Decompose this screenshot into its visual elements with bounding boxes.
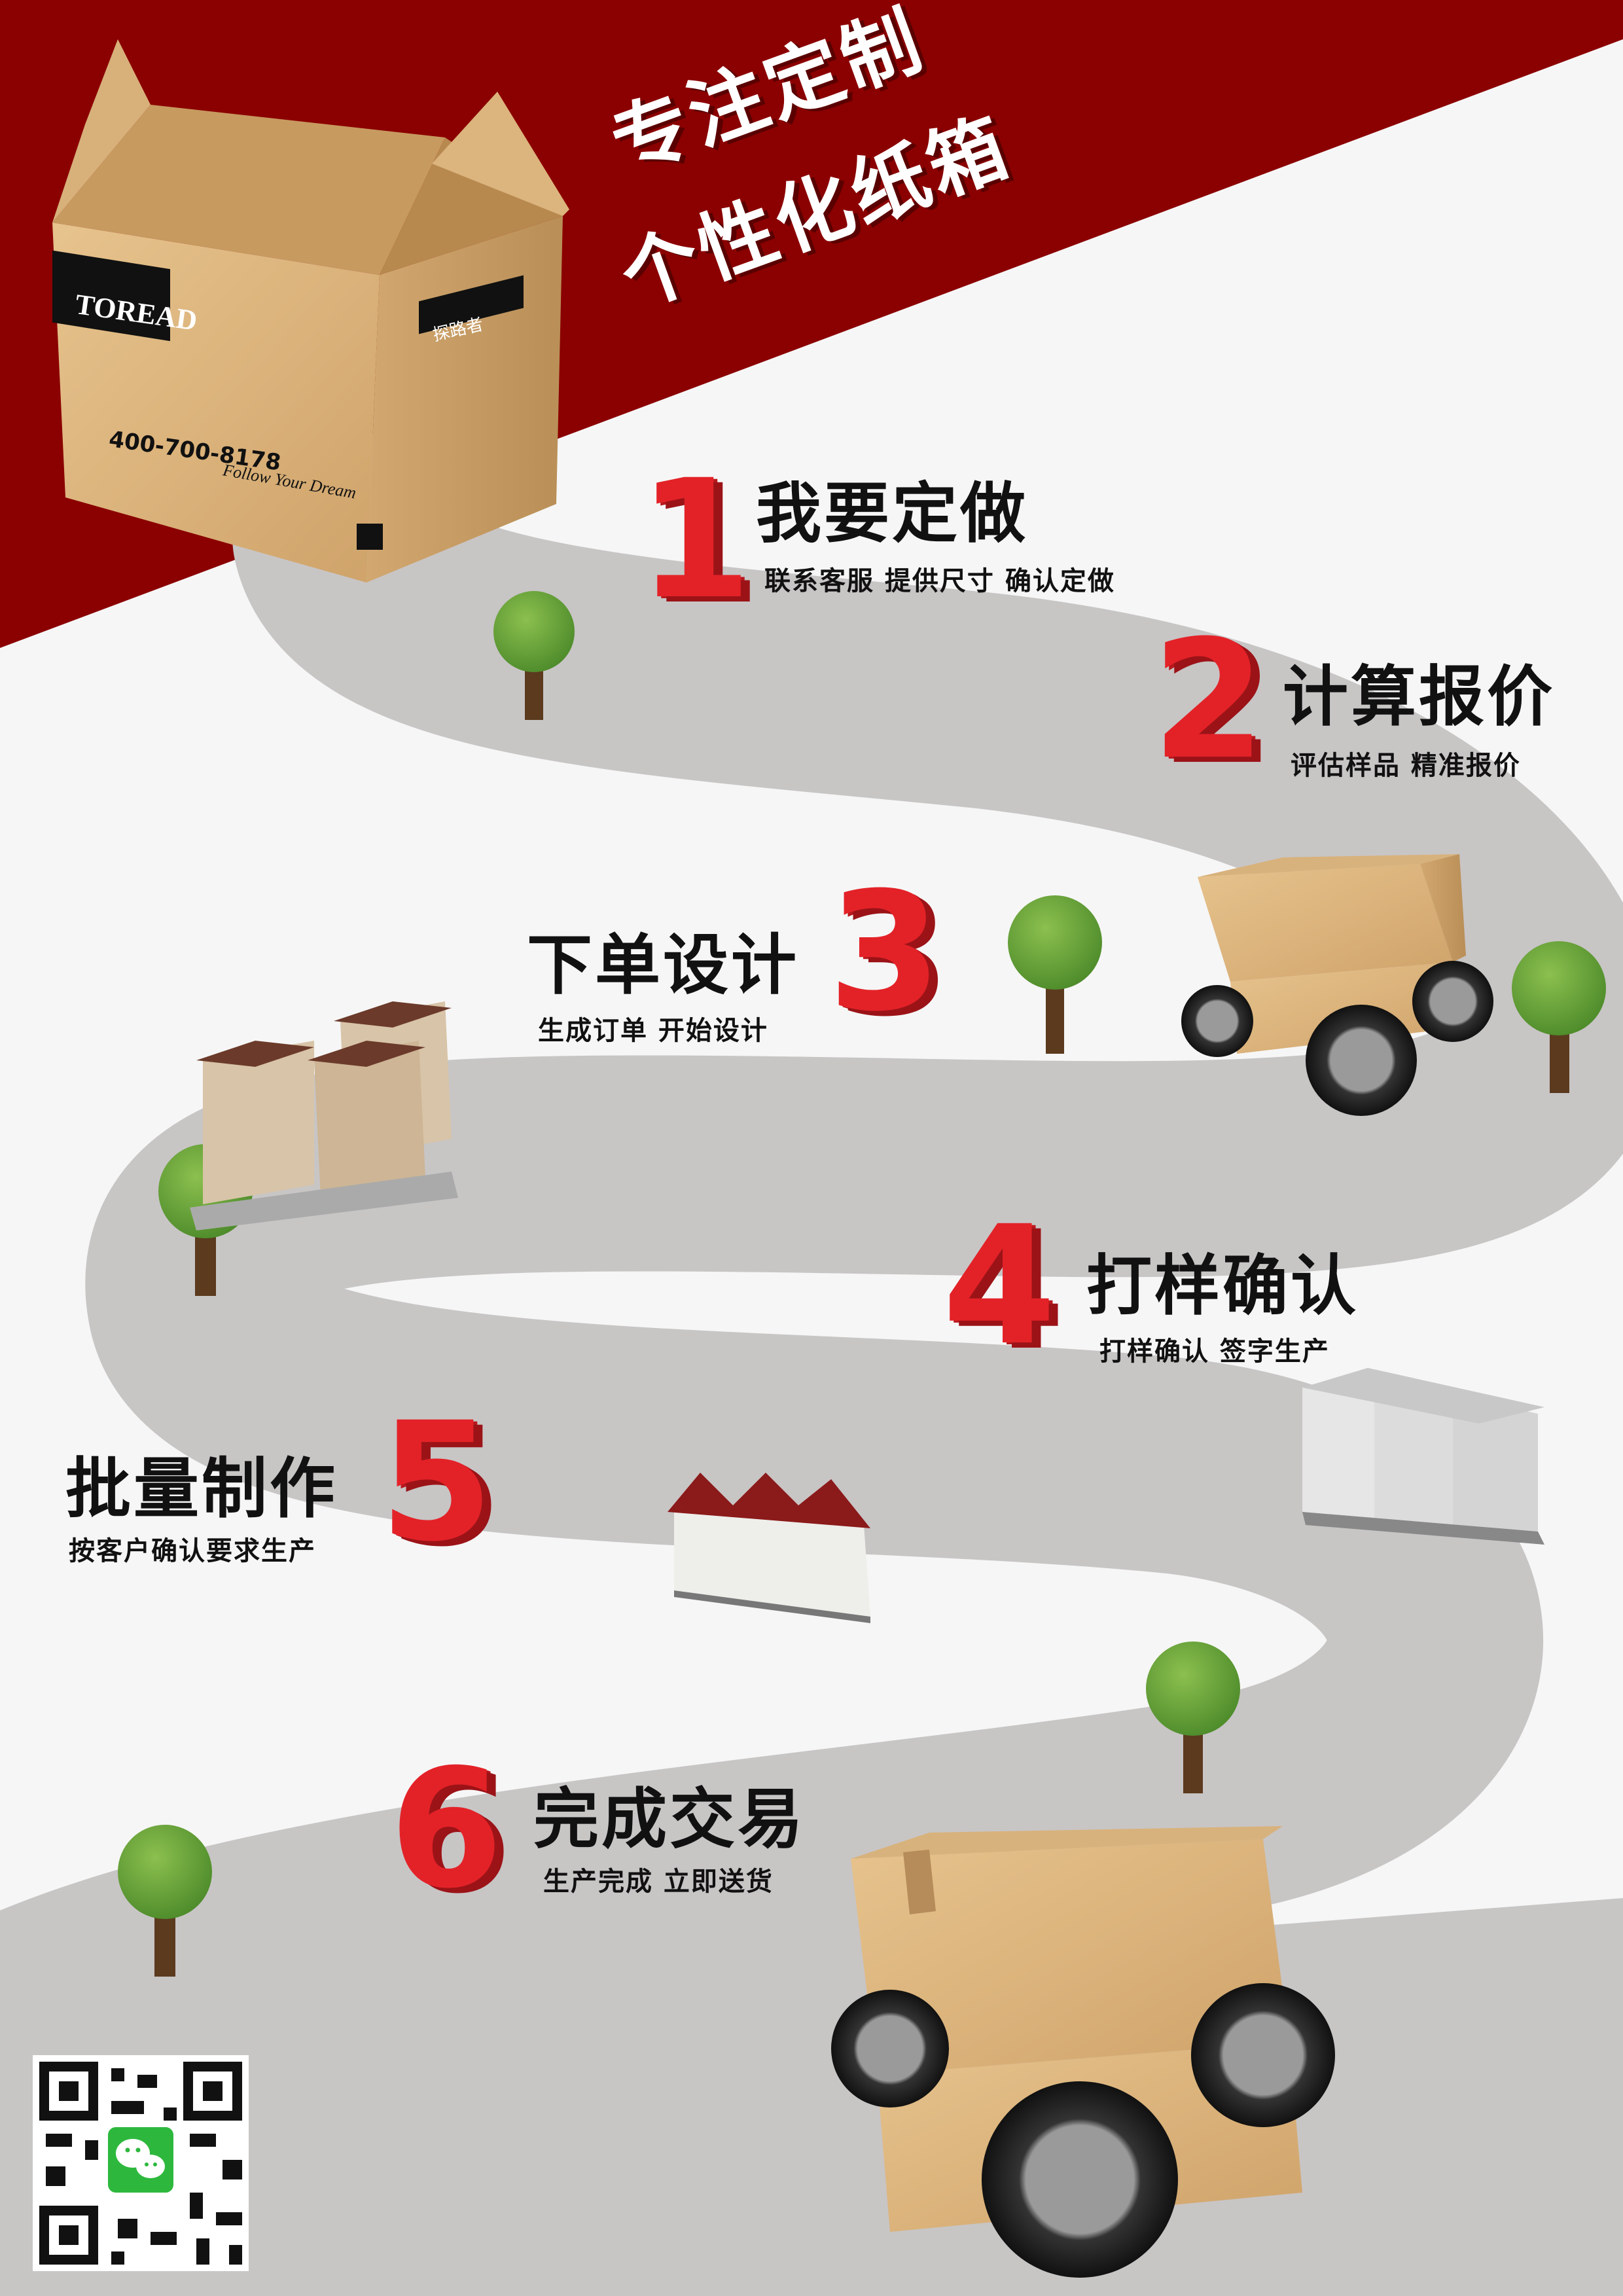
apartment-buildings-grey — [1302, 1368, 1544, 1545]
step-1-title: 我要定做 — [756, 475, 1028, 552]
tree — [1146, 1641, 1240, 1793]
box-truck-large — [831, 1826, 1335, 2278]
wechat-icon — [108, 2127, 173, 2193]
tree — [1008, 895, 1102, 1054]
tree — [118, 1825, 212, 1977]
step-4-number: 4 — [942, 1191, 1056, 1381]
step-2-number: 2 — [1152, 605, 1266, 795]
step-3-subtitle: 生成订单 开始设计 — [538, 1016, 768, 1046]
step-2-title: 计算报价 — [1283, 658, 1555, 735]
step-4-title: 打样确认 — [1086, 1247, 1359, 1324]
step-1-subtitle: 联系客服 提供尺寸 确认定做 — [764, 566, 1115, 596]
tree — [1512, 941, 1606, 1093]
apartment-buildings-brown — [190, 1001, 458, 1230]
step-6-title: 完成交易 — [533, 1781, 806, 1857]
step-3-title: 下单设计 — [527, 927, 799, 1003]
tree — [493, 591, 575, 720]
branded-cardboard-box — [52, 39, 569, 583]
step-1-number: 1 — [638, 444, 752, 635]
step-3-number: 3 — [828, 857, 942, 1047]
step-5-number: 5 — [380, 1387, 493, 1577]
step-2-subtitle: 评估样品 精准报价 — [1291, 751, 1521, 781]
step-5-subtitle: 按客户确认要求生产 — [69, 1536, 316, 1566]
townhouses — [668, 1473, 870, 1623]
box-truck-small — [1181, 854, 1493, 1116]
step-5-title: 批量制作 — [65, 1450, 338, 1527]
step-6-subtitle: 生产完成 立即送货 — [543, 1867, 774, 1897]
step-6-number: 6 — [389, 1734, 503, 1924]
step-4-subtitle: 打样确认 签字生产 — [1099, 1336, 1330, 1367]
